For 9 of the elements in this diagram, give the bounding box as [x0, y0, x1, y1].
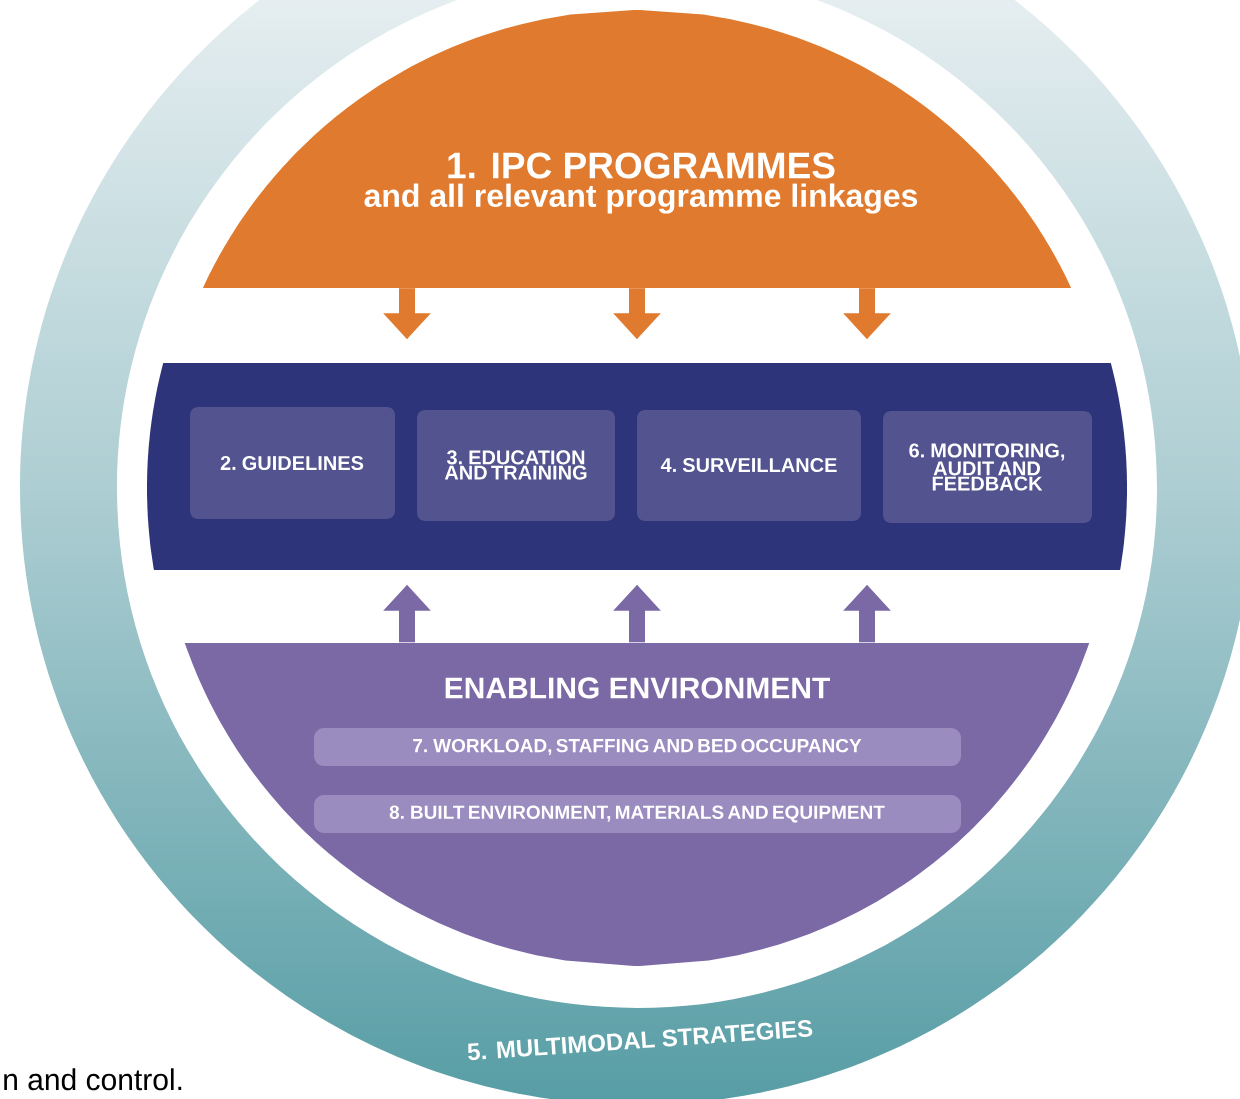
- component-bar: 7. WORKLOAD, STAFFING AND BED OCCUPANCY: [314, 728, 961, 766]
- page-text: n and control.: [4, 1068, 182, 1091]
- strategy-box: 4. SURVEILLANCE: [637, 410, 861, 521]
- strategy-box: 6. MONITORING, AUDIT AND FEEDBACK: [883, 411, 1092, 523]
- strategy-box: 3. EDUCATION AND TRAINING: [417, 410, 615, 521]
- programme-segment: 1. IPC PROGRAMMES and all relevant programme linkages: [202, 10, 1072, 288]
- component-bar: 8. BUILT ENVIRONMENT, MATERIALS AND EQUIPMENT: [314, 795, 961, 833]
- strategy-box: 2. GUIDELINES: [190, 407, 395, 519]
- strategy-ring: 5. MULTIMODAL STRATEGIES: [468, 1019, 813, 1061]
